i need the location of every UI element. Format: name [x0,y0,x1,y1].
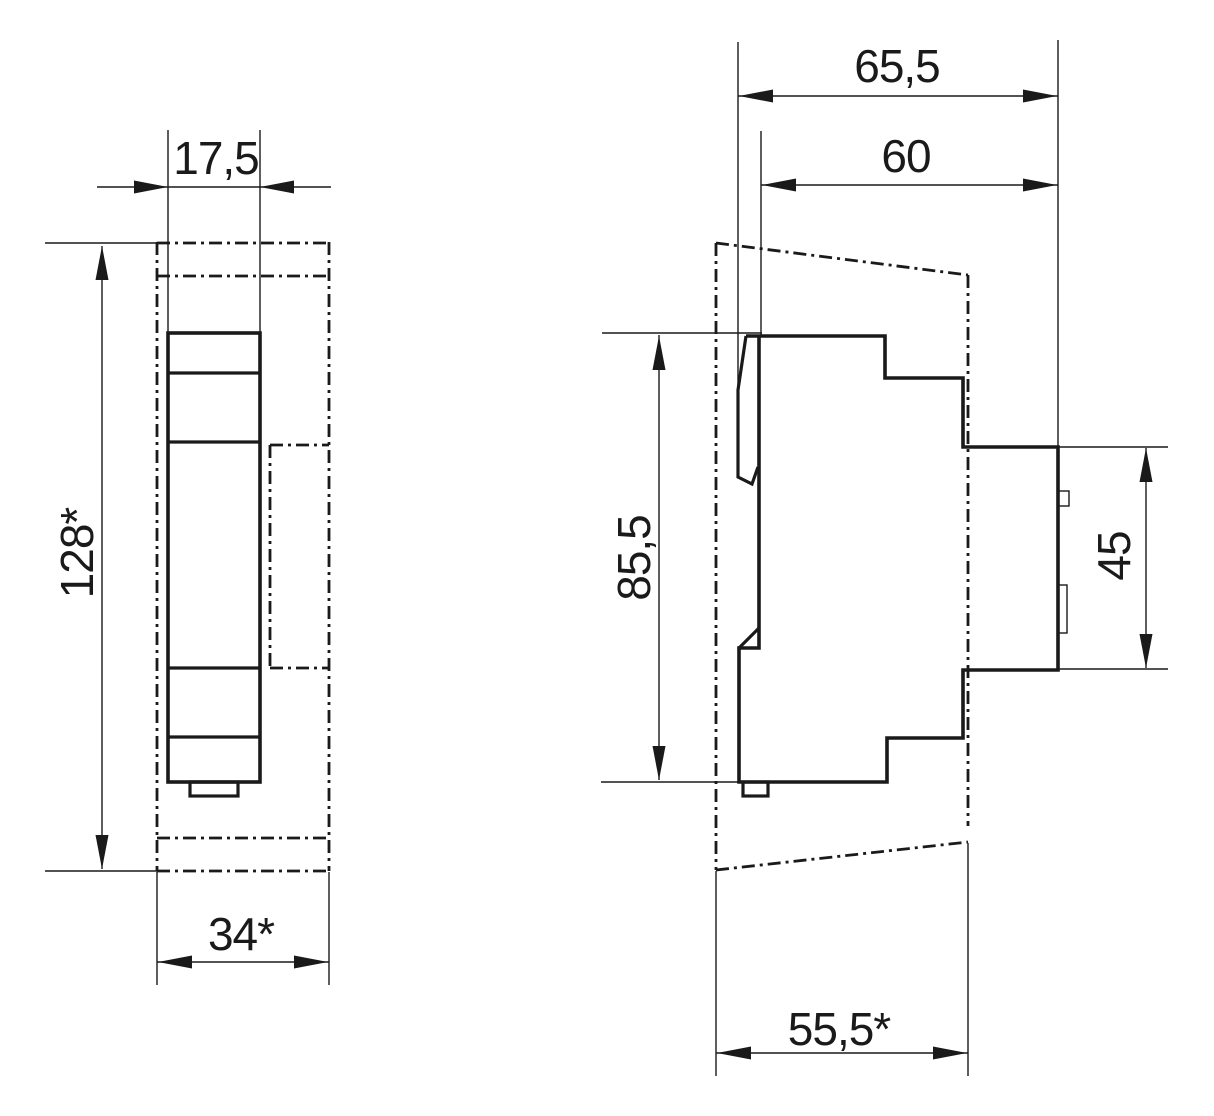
front-view: 17,5 128* 34* [45,130,331,985]
dim-arrow-icon [762,178,796,192]
front-dimension-arrows [95,180,328,969]
dim-arrow-icon [1023,89,1057,103]
dim-label-front-mount-width: 34* [208,908,275,960]
side-mount-foot [741,780,770,798]
dim-label-side-depth-body: 60 [881,130,930,182]
dim-arrow-icon [158,955,192,969]
side-phantom-outline [714,241,970,872]
side-din-clip-claw [736,335,760,487]
dim-arrow-icon [717,1046,751,1060]
dim-label-side-depth-overall: 65,5 [854,40,940,92]
dim-label-front-height: 128* [51,507,103,599]
dim-label-side-terminal-height: 45 [1088,531,1140,580]
dim-arrow-icon [1023,178,1057,192]
dim-arrow-icon [95,246,109,280]
dim-arrow-icon [652,746,666,780]
dim-arrow-icon [739,89,773,103]
dim-arrow-icon [134,180,168,194]
side-view: 65,5 60 85,5 45 55,5* [601,40,1168,1076]
dim-arrow-icon [1139,448,1153,482]
dim-label-side-height-body: 85,5 [608,515,660,601]
front-hidden-terminal-outline [268,443,329,670]
dim-arrow-icon [95,835,109,869]
side-terminal-screws [1057,490,1070,634]
terminal-screw-bump [1057,490,1070,507]
front-body-section-lines [168,371,260,739]
terminal-screw-bump [1057,584,1068,634]
side-dimension-lines [658,95,1147,1054]
side-dimension-arrows [652,89,1153,1060]
dim-arrow-icon [260,180,294,194]
dim-arrow-icon [294,955,328,969]
side-extension-lines [601,40,1168,1076]
side-body-notch [737,626,761,650]
dim-label-side-depth-bottom: 55,5* [788,1003,892,1055]
dim-arrow-icon [652,336,666,370]
dim-arrow-icon [933,1046,967,1060]
front-mount-foot [188,780,240,798]
side-body-outline [737,334,1060,784]
dim-arrow-icon [1139,634,1153,668]
front-extension-lines [45,130,330,985]
dim-label-front-width: 17,5 [173,132,259,184]
front-phantom-outline [155,241,331,873]
